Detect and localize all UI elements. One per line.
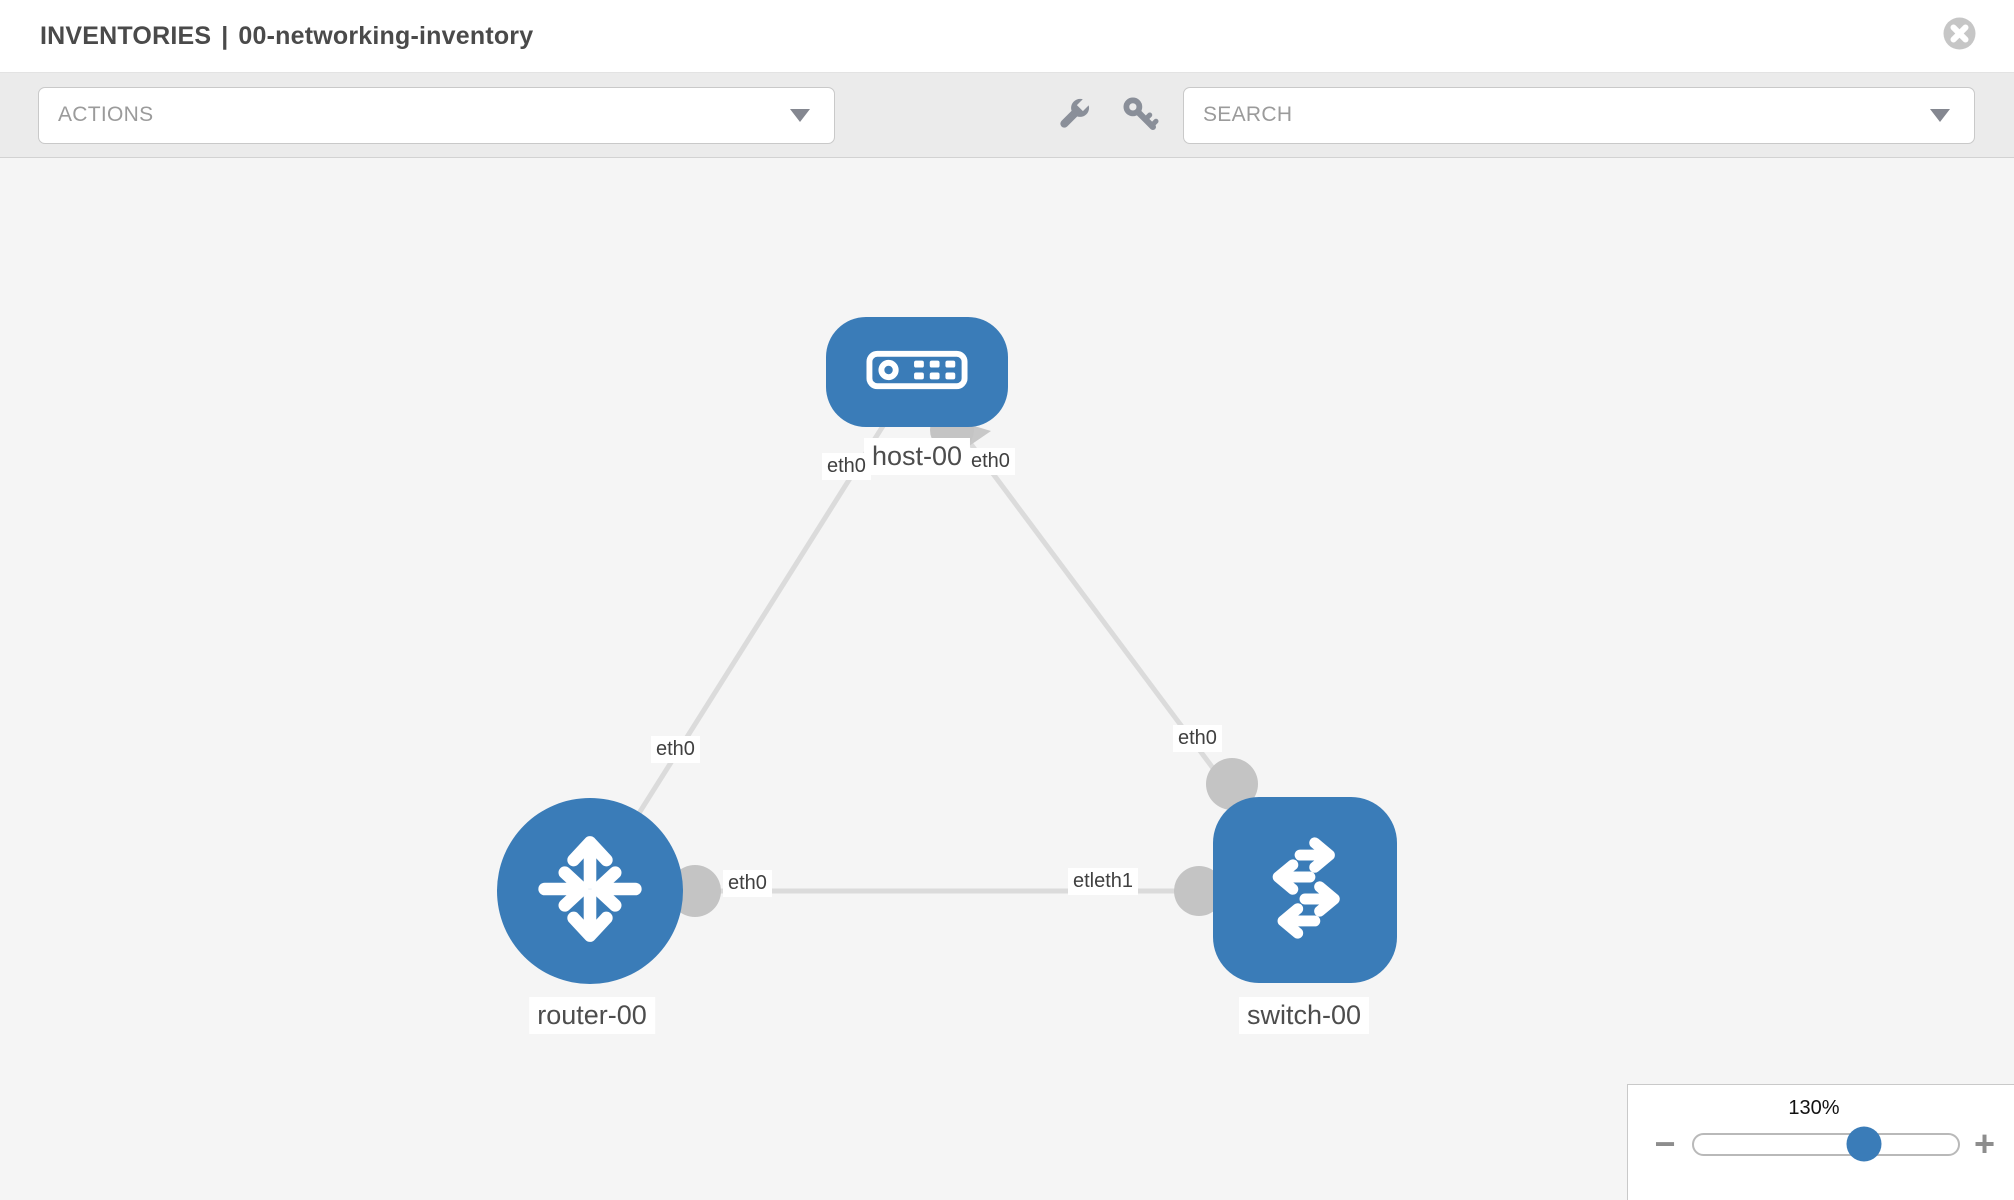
search-dropdown[interactable]: SEARCH <box>1183 86 1975 144</box>
page-title-section: INVENTORIES <box>40 21 212 50</box>
iface-label-host-eth0-left: eth0 <box>822 453 871 480</box>
zoom-level-value: 130% <box>1788 1097 1840 1119</box>
port-switch-eth0[interactable] <box>1206 758 1258 810</box>
zoom-slider[interactable] <box>1692 1126 1960 1162</box>
zoom-slider-row: − + <box>1628 1123 2014 1164</box>
iface-label-switch-eth1: etleth1 <box>1068 868 1139 895</box>
node-router-00[interactable] <box>497 798 683 984</box>
close-button[interactable] <box>1943 17 1976 50</box>
iface-label-host-eth0-right: eth0 <box>966 448 1015 475</box>
iface-label-router-eth0-top: eth0 <box>651 736 700 763</box>
zoom-in-button[interactable]: + <box>1974 1123 1996 1164</box>
topology-canvas[interactable]: host-00 router-00 switch-00 eth0 eth0 et… <box>0 158 2014 1200</box>
zoom-slider-thumb[interactable] <box>1846 1126 1882 1162</box>
chevron-down-icon <box>790 109 810 122</box>
switch-icon <box>1244 827 1366 954</box>
router-icon <box>527 826 653 957</box>
node-label-switch-00: switch-00 <box>1238 997 1370 1034</box>
actions-dropdown-label: ACTIONS <box>58 103 154 126</box>
zoom-control-panel: 130% − + <box>1627 1084 2014 1200</box>
topology-edges-layer <box>587 370 1307 917</box>
node-switch-00[interactable] <box>1213 797 1397 983</box>
window-header: INVENTORIES | 00-networking-inventory <box>0 0 2014 73</box>
actions-dropdown[interactable]: ACTIONS <box>38 86 835 144</box>
tools-button[interactable] <box>1053 95 1093 135</box>
iface-label-router-eth0: eth0 <box>723 870 772 897</box>
inventory-name: 00-networking-inventory <box>238 21 534 50</box>
port-switch-eth1[interactable] <box>1174 866 1224 916</box>
close-icon <box>1943 17 1976 53</box>
iface-label-switch-eth0-top: eth0 <box>1173 725 1222 752</box>
page-title: INVENTORIES | 00-networking-inventory <box>40 22 533 51</box>
host-icon <box>866 350 968 395</box>
search-dropdown-label: SEARCH <box>1203 103 1293 126</box>
node-label-host-00: host-00 <box>863 438 971 475</box>
chevron-down-icon <box>1930 109 1950 122</box>
node-label-router-00: router-00 <box>529 997 655 1034</box>
toolbar: ACTIONS <box>0 73 2014 158</box>
zoom-out-button[interactable]: − <box>1650 1126 1680 1162</box>
node-host-00[interactable] <box>826 317 1008 427</box>
wrench-icon <box>1053 96 1093 138</box>
key-icon <box>1121 97 1161 138</box>
page-title-separator: | <box>221 21 229 50</box>
key-button[interactable] <box>1121 95 1161 135</box>
